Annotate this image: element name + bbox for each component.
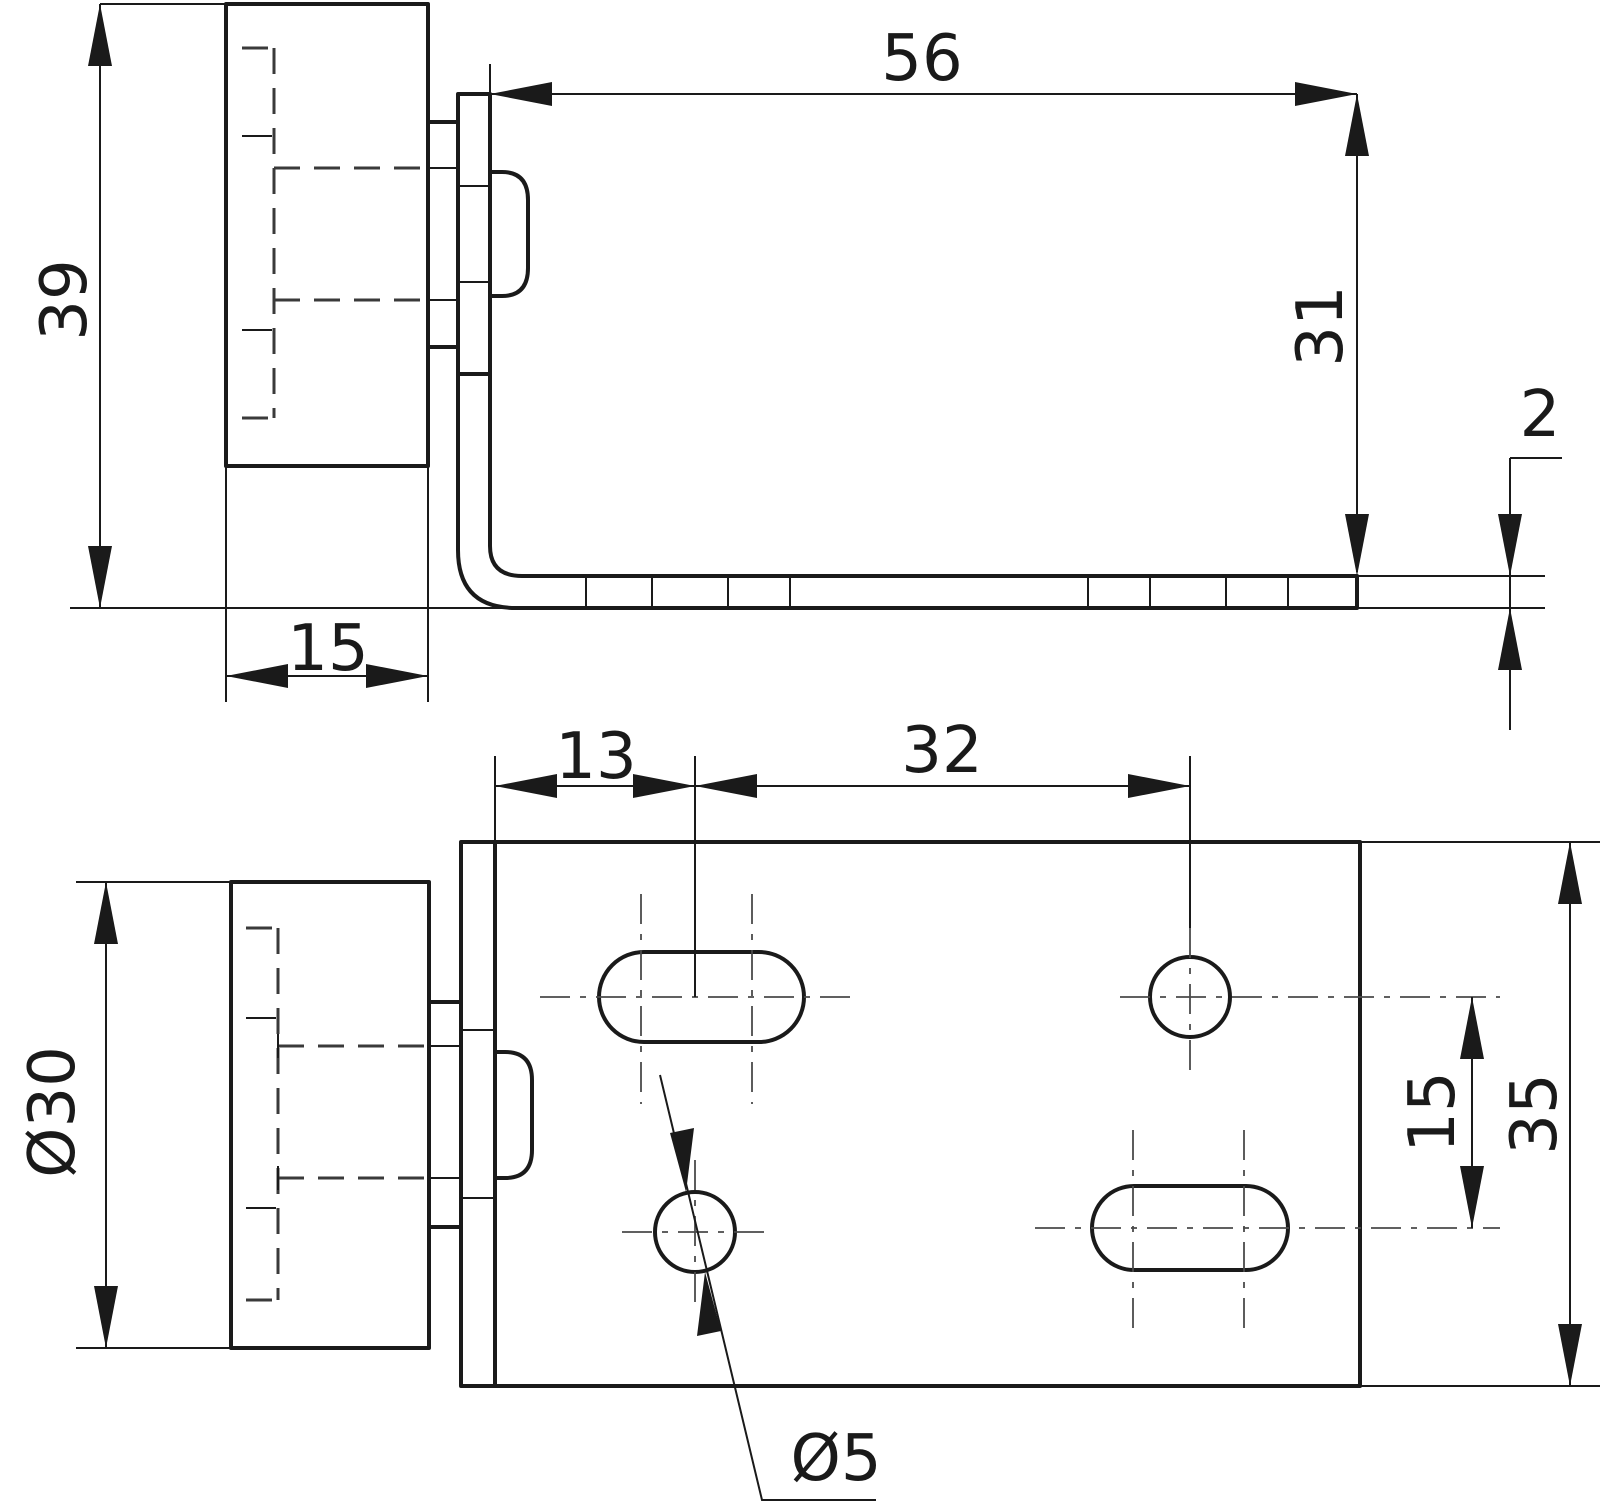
dimension-diameter-30: Ø30	[16, 881, 231, 1349]
dimension-diameter-30-label: Ø30	[16, 1046, 90, 1178]
dimension-diameter-5: Ø5	[659, 1074, 882, 1501]
dimension-13: 13	[494, 720, 696, 997]
dimension-56: 56	[489, 22, 1358, 572]
dimension-31-label: 31	[1284, 285, 1358, 366]
hinge-knuckle-side	[426, 92, 530, 376]
bracket-plate-side	[456, 374, 1359, 610]
dimension-15-depth-label: 15	[287, 612, 368, 686]
dimension-15-spacing-label: 15	[1396, 1071, 1470, 1152]
dimension-15-depth: 15	[225, 466, 429, 702]
dimension-32: 32	[695, 714, 1191, 928]
bracket-plate-front	[493, 840, 1362, 1388]
dimension-2: 2	[1357, 378, 1562, 730]
dimension-39: 39	[28, 3, 226, 608]
dimension-13-label: 13	[555, 720, 636, 794]
hole-top-right	[1120, 928, 1500, 1072]
dimension-31: 31	[1284, 94, 1369, 576]
front-view: 13 32 15 35 Ø	[16, 714, 1600, 1501]
hole-bottom-left	[622, 1160, 768, 1304]
hidden-bore-lines	[242, 46, 424, 420]
cylinder-body-side	[224, 2, 430, 468]
cylinder-body-front	[229, 880, 431, 1350]
hidden-bore-lines-front	[246, 926, 428, 1302]
dimension-39-label: 39	[28, 259, 102, 340]
dimension-35-label: 35	[1498, 1073, 1572, 1154]
side-view: 56 39 31 2	[28, 2, 1562, 730]
hinge-knuckle-front	[427, 840, 534, 1388]
slot-bottom-right	[1035, 1130, 1500, 1332]
dimension-56-label: 56	[881, 22, 962, 96]
dimension-32-label: 32	[901, 714, 982, 788]
dimension-diameter-5-label: Ø5	[790, 1422, 881, 1496]
dimension-35: 35	[1360, 841, 1600, 1387]
slot-top-left	[540, 894, 856, 1104]
dimension-2-label: 2	[1520, 378, 1561, 452]
dimension-15-spacing: 15	[1396, 997, 1484, 1228]
